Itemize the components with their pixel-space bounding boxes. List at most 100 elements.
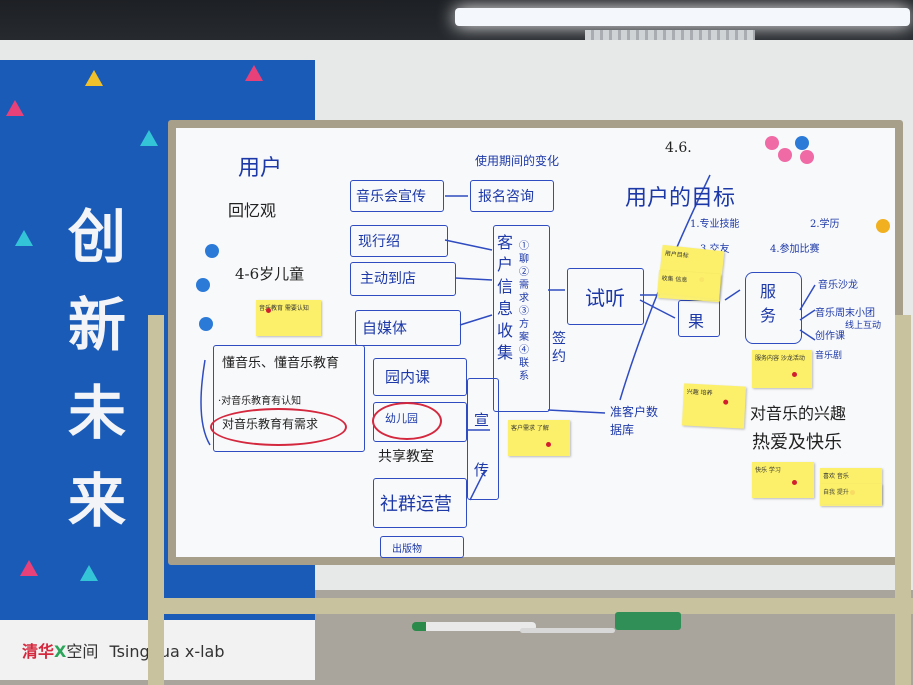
promo-box	[467, 378, 499, 500]
channel-label: 主动到店	[360, 271, 416, 287]
channel-label: 自媒体	[362, 319, 408, 337]
decor-triangle	[245, 65, 263, 81]
promo-label: 宣传	[474, 411, 490, 479]
database-label: 准客户数据库	[610, 405, 659, 437]
sticky-text: 收集 信息	[661, 275, 688, 284]
goal-item: 2.学历	[810, 219, 840, 230]
banner-word: 创	[68, 203, 127, 271]
service-item: 创作课	[815, 331, 845, 342]
goal-item: 4.参加比赛	[770, 244, 820, 255]
date-text: 4.6.	[665, 140, 692, 156]
flow-top-text: 使用期间的变化	[475, 154, 560, 168]
board-eraser[interactable]	[615, 612, 681, 630]
info-column-box	[493, 225, 550, 412]
offline-box	[373, 358, 467, 396]
whiteboard-frame	[168, 120, 903, 565]
highlight-oval	[372, 402, 442, 440]
interest-text: 热爱及快乐	[752, 432, 842, 453]
info-column-label: 客户信息收集	[497, 233, 514, 362]
sticky-text: 喜欢 音乐	[823, 473, 849, 480]
logo-space: 空间	[66, 642, 99, 661]
decor-triangle	[20, 560, 38, 576]
magnet[interactable]	[795, 136, 809, 150]
banner-word: 来	[68, 467, 127, 535]
offline-box	[373, 478, 467, 528]
magnet[interactable]	[778, 148, 792, 162]
service-item: 音乐沙龙	[818, 280, 858, 291]
channel-label: 音乐会宣传	[356, 189, 426, 205]
stand-leg	[148, 315, 164, 685]
magnet[interactable]	[196, 278, 210, 292]
service-box	[745, 272, 802, 344]
magnet[interactable]	[800, 150, 814, 164]
logo-en: Tsinghua x-lab	[109, 642, 225, 661]
service-item: 线上互动	[845, 321, 882, 331]
banner-word: 新	[68, 291, 127, 359]
result-label: 果	[688, 312, 705, 331]
magnet[interactable]	[199, 317, 213, 331]
left-item: 懂音乐、懂音乐教育	[222, 356, 340, 371]
marker-pen[interactable]	[520, 628, 615, 633]
sticky-text: 用户目标	[664, 250, 690, 260]
channel-box	[350, 225, 448, 257]
magnet[interactable]	[876, 219, 890, 233]
age-text: 4-6岁儿童	[235, 265, 305, 283]
sticky-text: 自我 提升	[823, 489, 849, 496]
banner-logo: 清华X空间 Tsinghua x-lab	[22, 638, 225, 662]
goal-title: 用户的目标	[625, 186, 736, 211]
highlight-oval	[210, 408, 347, 446]
sticky-text: 客户需求 了解	[511, 425, 549, 432]
marker-pen[interactable]	[412, 622, 536, 631]
service-label: 服务	[760, 282, 777, 325]
service-item: 音乐周末小团	[815, 308, 875, 319]
offline-label: 幼儿园	[385, 412, 418, 425]
offline-label: 园内课	[385, 368, 431, 386]
decor-triangle	[15, 230, 33, 246]
sticky-dot	[266, 308, 271, 313]
sticky-note[interactable]: 快乐 学习	[752, 462, 814, 498]
sign-label: 签约	[552, 331, 566, 365]
report-label: 报名咨询	[478, 189, 534, 205]
sticky-dot	[792, 372, 797, 377]
decor-triangle	[6, 100, 24, 116]
sticky-note[interactable]: 兴趣 培养	[681, 383, 747, 429]
left-item: ·对音乐教育有认知	[218, 396, 302, 407]
sticky-note[interactable]: 客户需求 了解	[508, 420, 570, 456]
stand-leg	[895, 315, 911, 685]
sticky-note[interactable]: 音乐教育 需要认知	[256, 300, 321, 336]
info-column-sub: ①聊 ②需求 ③方案 ④联系	[519, 241, 529, 382]
logo-x: X	[54, 642, 67, 661]
offline-box	[380, 536, 464, 558]
report-box	[470, 180, 554, 212]
offline-label: 共享教室	[378, 449, 434, 465]
magnet[interactable]	[205, 244, 219, 258]
trial-label: 试听	[585, 286, 625, 310]
offline-label: 社群运营	[380, 494, 452, 515]
interest-text: 对音乐的兴趣	[750, 404, 847, 423]
subtitle-values: 回忆观	[228, 201, 277, 220]
decor-triangle	[80, 565, 98, 581]
sticky-note[interactable]: 自我 提升	[820, 484, 882, 506]
decor-triangle	[140, 130, 158, 146]
logo-main: 清华	[22, 642, 55, 661]
magnet[interactable]	[765, 136, 779, 150]
offline-label: 出版物	[392, 544, 422, 555]
banner-word: 未	[68, 379, 127, 447]
sticky-note[interactable]: 收集 信息	[657, 269, 721, 303]
trial-box	[567, 268, 644, 325]
service-item: 音乐剧	[815, 351, 843, 361]
ceiling-light	[455, 8, 910, 26]
sticky-text: 服务内容 沙龙活动	[755, 355, 805, 362]
marker-tray	[155, 598, 913, 614]
channel-box	[350, 180, 444, 212]
sticky-dot	[546, 442, 551, 447]
title-user: 用户	[238, 156, 283, 181]
decor-triangle	[85, 70, 103, 86]
channel-box	[350, 262, 456, 296]
sticky-dot	[723, 399, 729, 405]
sticky-text: 音乐教育 需要认知	[259, 305, 309, 312]
sticky-text: 兴趣 培养	[686, 388, 713, 397]
sticky-note[interactable]: 服务内容 沙龙活动	[752, 350, 812, 388]
left-group-box	[213, 345, 365, 452]
